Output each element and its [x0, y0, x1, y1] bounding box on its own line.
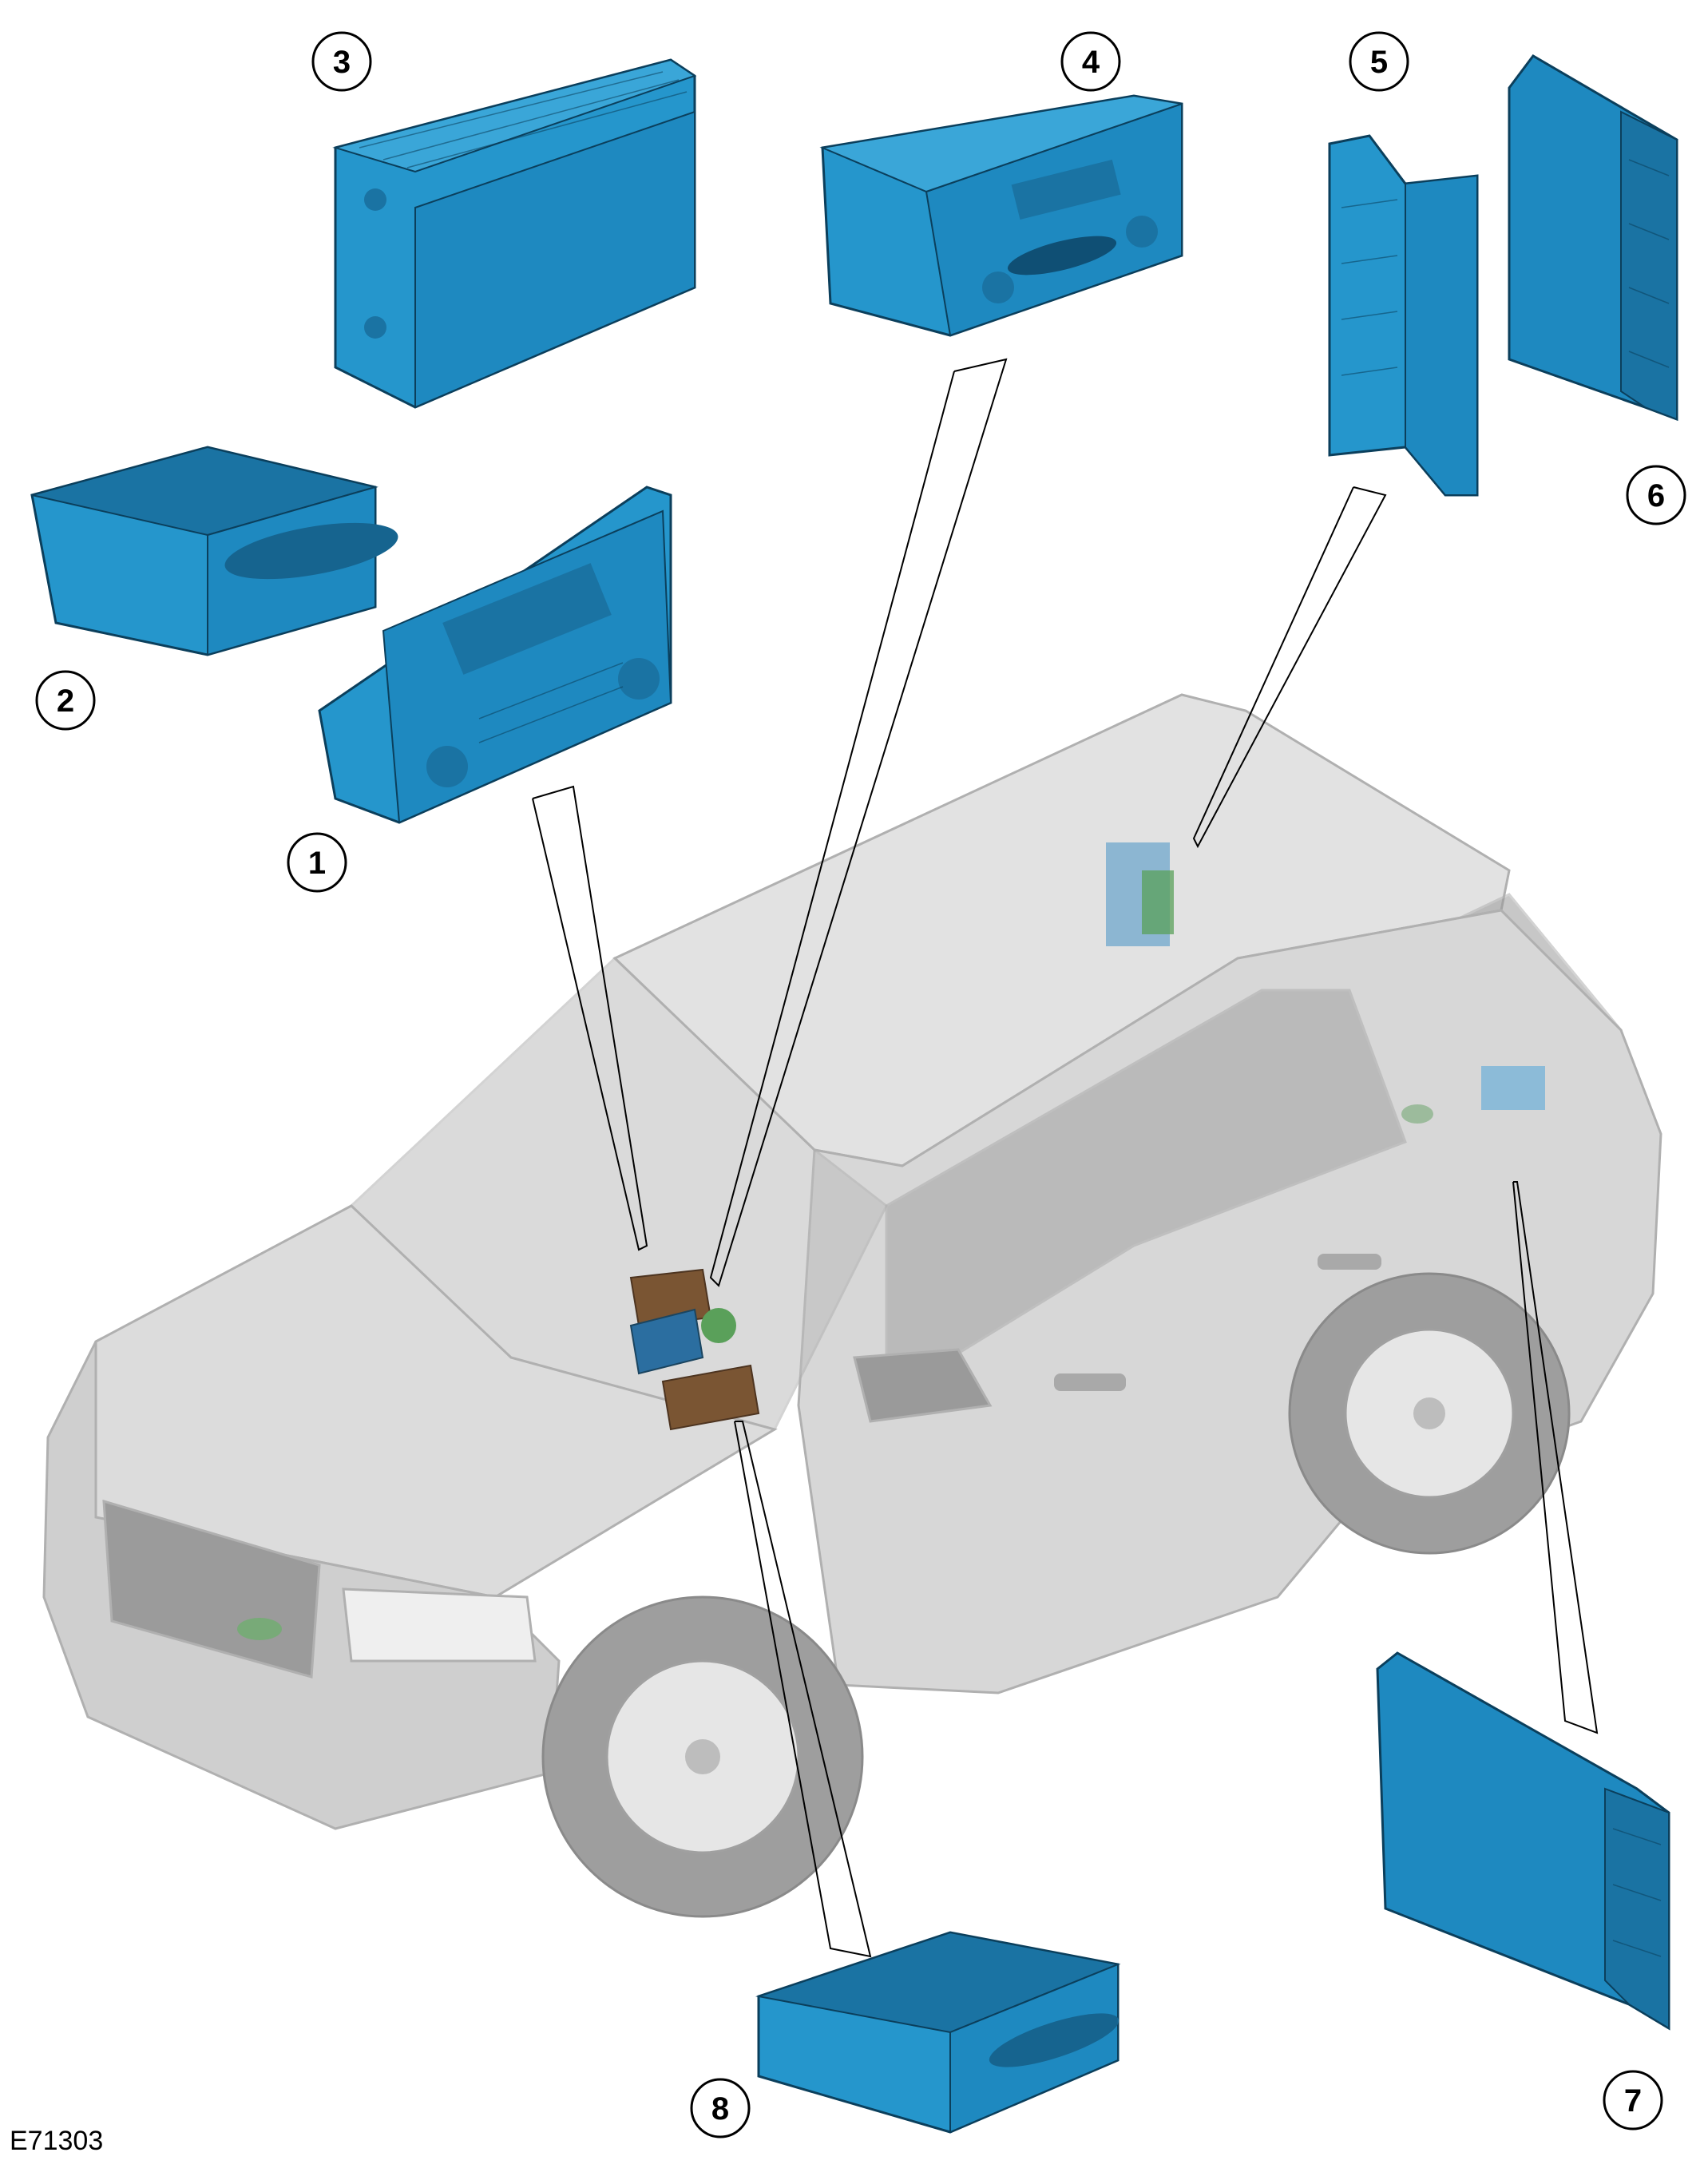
- vehicle-door-handle-front: [1054, 1373, 1126, 1391]
- leader-4: [709, 358, 1008, 1287]
- component-8-media-unit: [755, 1931, 1121, 2134]
- dashboard-components: [629, 1268, 760, 1431]
- leader-8: [734, 1421, 872, 1958]
- callout-8: 8: [690, 2078, 751, 2138]
- component-1-radio: [318, 486, 672, 824]
- rear-quarter-module: [1481, 1066, 1545, 1110]
- component-7-module: [1376, 1651, 1670, 2031]
- vehicle-badge: [237, 1618, 282, 1640]
- component-2-cd-player: [30, 446, 398, 656]
- callout-7-label: 7: [1624, 2083, 1642, 2119]
- callout-7: 7: [1603, 2070, 1663, 2130]
- callout-4: 4: [1060, 31, 1121, 92]
- component-4-radio: [819, 94, 1183, 337]
- vehicle-mirror: [853, 1348, 993, 1423]
- vehicle-illustration: [42, 693, 1662, 1918]
- component-6-module: [1508, 54, 1678, 422]
- figure-code: E71303: [10, 2126, 104, 2156]
- component-5-module: [1328, 134, 1479, 497]
- callout-2-label: 2: [57, 684, 74, 719]
- callout-5: 5: [1349, 31, 1409, 92]
- vehicle-headlight: [342, 1587, 537, 1663]
- callout-4-label: 4: [1082, 45, 1100, 80]
- callout-6-label: 6: [1647, 478, 1665, 513]
- roof-module: [1106, 842, 1174, 946]
- leader-5: [1192, 486, 1387, 849]
- callout-3-label: 3: [333, 45, 351, 80]
- leader-1: [532, 785, 648, 1251]
- vehicle-body-side: [797, 909, 1662, 1694]
- leader-lines: [532, 358, 1599, 1958]
- callout-3: 3: [311, 31, 372, 92]
- component-3-head-unit: [332, 58, 697, 409]
- vehicle-door-handle-rear: [1318, 1254, 1381, 1270]
- fuel-flap: [1401, 1104, 1433, 1124]
- leader-7: [1512, 1181, 1599, 1734]
- callout-5-label: 5: [1370, 45, 1388, 80]
- callout-8-label: 8: [711, 2091, 729, 2127]
- callout-1: 1: [287, 832, 347, 893]
- callout-1-label: 1: [308, 846, 326, 881]
- vehicle-front-wheel: [541, 1595, 864, 1918]
- vehicle-rear-wheel: [1288, 1272, 1571, 1555]
- callout-2: 2: [35, 670, 96, 731]
- callout-6: 6: [1626, 465, 1686, 525]
